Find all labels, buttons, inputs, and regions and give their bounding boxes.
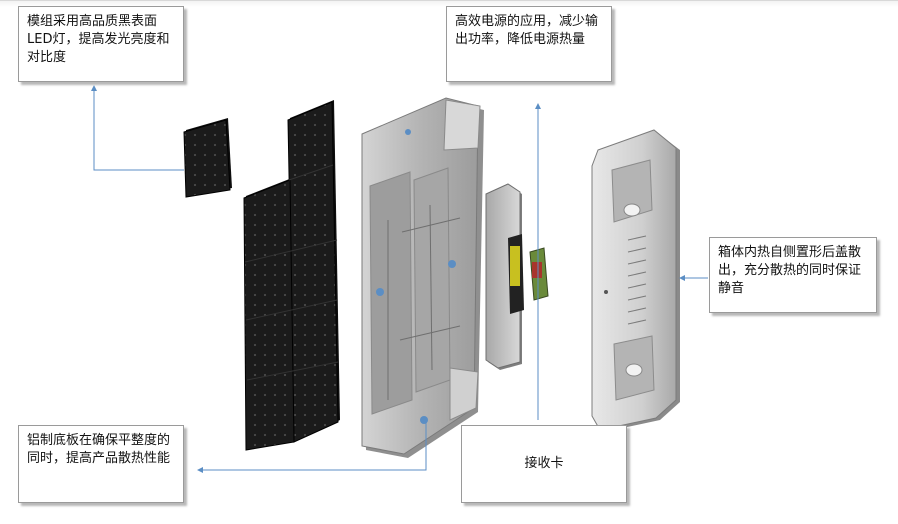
callout-receiving-card: 接收卡 (461, 425, 627, 503)
callout-aluminum-base: 铝制底板在确保平整度的同时，提高产品散热性能 (18, 425, 184, 503)
callout-led-module: 模组采用高品质黑表面LED灯，提高发光亮度和对比度 (18, 6, 184, 82)
back-cover (591, 129, 680, 432)
callout-power-supply-text: 高效电源的应用，减少输出功率，降低电源热量 (455, 14, 599, 47)
top-border (0, 0, 898, 7)
led-module-panel (243, 100, 340, 451)
callout-power-supply: 高效电源的应用，减少输出功率，降低电源热量 (446, 6, 612, 82)
callout-aluminum-base-text: 铝制底板在确保平整度的同时，提高产品散热性能 (27, 433, 171, 466)
callout-receiving-card-text: 接收卡 (524, 456, 564, 471)
power-supply (485, 183, 524, 370)
leader-lines (91, 85, 708, 473)
callout-cabinet-heat-text: 箱体内热自侧置形后盖散出，充分散热的同时保证静音 (718, 245, 862, 296)
aluminum-base-frame (361, 97, 484, 458)
callout-led-module-text: 模组采用高品质黑表面LED灯，提高发光亮度和对比度 (27, 14, 170, 65)
callout-cabinet-heat: 箱体内热自侧置形后盖散出，充分散热的同时保证静音 (709, 237, 877, 313)
single-led-module (183, 118, 232, 198)
receiving-card (529, 247, 549, 301)
